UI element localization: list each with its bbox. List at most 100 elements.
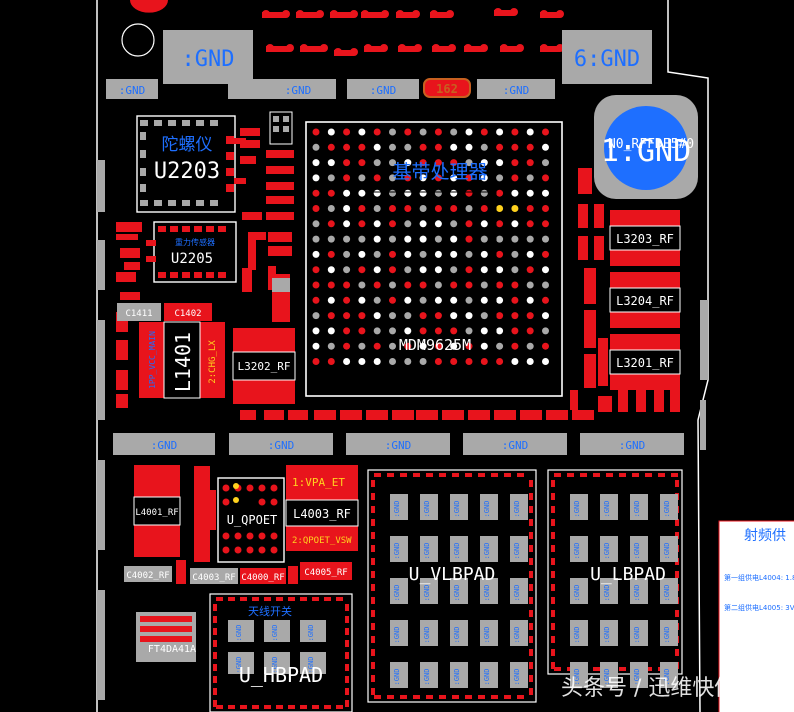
bga-ball xyxy=(496,342,504,350)
bga-ball xyxy=(434,296,442,304)
bga-ball xyxy=(343,128,351,136)
bga-ball xyxy=(434,174,442,182)
bga-ball xyxy=(511,342,519,350)
bga-ball xyxy=(343,220,351,228)
gnd-pad xyxy=(630,578,648,604)
bga-ball xyxy=(526,143,534,151)
pa-vlb-ref: U_VLBPAD xyxy=(409,564,496,585)
edge-pad xyxy=(276,597,283,601)
gnd-pad xyxy=(480,536,498,562)
bga-ball xyxy=(526,358,534,365)
baseband-chip xyxy=(305,121,563,397)
bga-ball xyxy=(465,220,473,228)
gnd-label: :GND xyxy=(271,657,279,674)
l1401-net1: 1PP_VCC_MAIN xyxy=(148,331,157,389)
bga-ball xyxy=(434,143,442,151)
bga-ball xyxy=(434,281,442,289)
bga-ball xyxy=(419,312,427,320)
bga-ball xyxy=(542,189,549,197)
bga-ball xyxy=(496,250,504,258)
bga-ball xyxy=(465,159,473,167)
edge-pad xyxy=(529,493,533,500)
bga-ball xyxy=(511,312,519,320)
gnd-label: :GND xyxy=(663,585,671,602)
gnd-label: :GND xyxy=(573,627,581,644)
bga-ball xyxy=(327,235,335,243)
edge-pad xyxy=(400,695,407,699)
edge-pad xyxy=(312,597,319,601)
round-gnd-label: 1:GND xyxy=(601,134,691,169)
gnd-label: :GND xyxy=(503,84,530,97)
round-pad-ref: N0_RFFDE5#0 xyxy=(608,137,694,152)
bga-ball xyxy=(480,220,488,228)
gnd-pad xyxy=(600,620,618,646)
edge-pad xyxy=(529,649,533,656)
gnd-pad xyxy=(660,662,678,688)
bga-ball xyxy=(404,205,412,212)
bga-ball xyxy=(496,266,504,274)
edge-pad xyxy=(478,473,485,477)
bga-ball xyxy=(480,159,488,167)
edge-pad xyxy=(345,628,349,635)
bga-ball xyxy=(373,327,381,335)
edge-pad xyxy=(413,473,420,477)
edge-pad xyxy=(216,597,223,601)
edge-pad xyxy=(345,640,349,647)
bga-ball xyxy=(480,312,488,320)
bga-ball xyxy=(434,205,442,212)
inductor-l3203-label: L3203_RF xyxy=(616,232,674,246)
gnd-pad xyxy=(510,494,528,520)
bga-ball xyxy=(343,174,351,182)
bga-ball xyxy=(327,266,335,274)
bga-ball xyxy=(404,296,412,304)
edge-pad xyxy=(228,597,235,601)
ft-ref: FT4DA41A xyxy=(148,644,196,655)
gnd-label: :GND xyxy=(423,585,431,602)
bga-ball xyxy=(389,296,396,304)
bga-ball xyxy=(373,266,381,274)
bga-ball xyxy=(327,358,335,365)
bga-ball xyxy=(526,189,534,197)
bga-ball xyxy=(450,312,458,320)
edge-pad xyxy=(551,636,555,643)
edge-pad xyxy=(371,532,375,539)
bga-ball xyxy=(496,189,504,197)
gnd-label: :GND xyxy=(268,439,295,452)
edge-pad xyxy=(345,664,349,671)
gnd-label: :GND xyxy=(633,627,641,644)
bga-ball xyxy=(404,327,412,335)
edge-pad xyxy=(345,616,349,623)
bga-ball xyxy=(480,327,488,335)
gnd-label: :GND xyxy=(393,543,401,560)
edge-pad xyxy=(374,695,381,699)
bga-ball xyxy=(450,159,458,167)
edge-pad xyxy=(336,597,343,601)
antenna-switch-title: 天线开关 xyxy=(248,604,292,618)
edge-pad xyxy=(426,695,433,699)
edge-pad xyxy=(529,584,533,591)
edge-pad xyxy=(213,664,217,671)
bga-ball xyxy=(327,128,335,136)
bga-ball xyxy=(373,143,381,151)
bga-ball xyxy=(511,205,519,212)
bga-ball xyxy=(496,312,504,320)
gnd-label: :GND xyxy=(603,543,611,560)
bga-ball xyxy=(343,189,351,197)
pmu-ref: U_QPOET xyxy=(227,513,278,527)
edge-pad xyxy=(374,473,381,477)
bga-ball xyxy=(343,235,351,243)
edge-pad xyxy=(240,597,247,601)
bga-ball xyxy=(312,220,320,228)
bga-ball xyxy=(450,250,458,258)
bga-ball xyxy=(389,143,396,151)
pa-lb-ref: U_LBPAD xyxy=(590,564,666,585)
edge-pad xyxy=(529,558,533,565)
bga-ball xyxy=(496,358,504,365)
bga-ball xyxy=(389,205,396,212)
gnd-pad xyxy=(600,662,618,688)
bga-ball xyxy=(404,250,412,258)
bga-ball xyxy=(526,159,534,167)
gnd-strip-middle xyxy=(113,433,684,455)
gnd-pad xyxy=(390,536,408,562)
gnd-label: :GND xyxy=(633,585,641,602)
